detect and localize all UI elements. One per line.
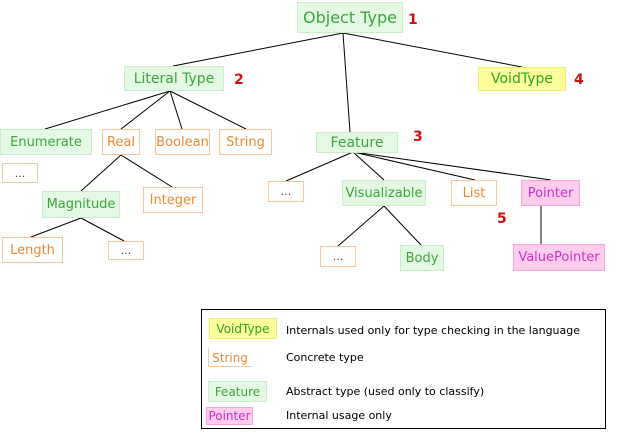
legend-swatch-abstract: Feature <box>208 381 267 402</box>
legend-swatch-internal: Pointer <box>206 407 253 425</box>
legend-desc-internal: Internal usage only <box>286 409 392 422</box>
node-integer: Integer <box>143 187 203 213</box>
legend-desc-concrete: Concrete type <box>286 351 364 364</box>
badge-literal-type: 2 <box>234 72 244 88</box>
edge-magnitude-length <box>30 217 82 238</box>
node-string: String <box>219 129 272 155</box>
legend-swatch-concrete: String <box>208 348 252 367</box>
legend: VoidType Internals used only for type ch… <box>201 309 606 429</box>
node-body: Body <box>400 245 444 271</box>
legend-swatch-void: VoidType <box>209 318 277 339</box>
edge-literal-enumerate <box>44 90 171 130</box>
node-length: Length <box>2 237 63 263</box>
edge-real-magnitude <box>80 154 122 192</box>
badge-feature: 3 <box>413 129 423 145</box>
legend-desc-abstract: Abstract type (used only to classify) <box>286 385 485 398</box>
node-feature-more: ... <box>268 181 304 202</box>
edge-object-void <box>342 32 523 68</box>
node-magnitude: Magnitude <box>42 191 120 218</box>
node-feature: Feature <box>316 132 398 153</box>
edge-magnitude-more <box>80 217 125 242</box>
edge-feature-pointer <box>352 151 552 181</box>
edge-object-literal <box>172 32 344 67</box>
node-literal-type: Literal Type <box>124 66 224 91</box>
node-visualizable: Visualizable <box>342 180 426 206</box>
edge-visualizable-more <box>337 205 385 247</box>
edge-object-feature <box>342 32 351 133</box>
node-object-type: Object Type <box>297 2 403 33</box>
node-value-pointer: ValuePointer <box>513 244 605 271</box>
node-magnitude-more: ... <box>108 241 144 260</box>
node-real: Real <box>102 129 140 155</box>
badge-void-type: 4 <box>574 72 584 88</box>
edge-literal-string <box>169 90 247 130</box>
node-void-type: VoidType <box>478 67 566 91</box>
node-enumerate: Enumerate <box>0 129 92 155</box>
edge-literal-boolean <box>169 90 183 130</box>
edge-feature-visualizable <box>352 151 385 181</box>
edge-feature-more <box>285 151 354 182</box>
node-list: List <box>451 180 497 206</box>
node-boolean: Boolean <box>155 129 210 155</box>
edge-visualizable-body <box>383 205 422 246</box>
node-pointer: Pointer <box>521 180 580 206</box>
badge-pointer: 5 <box>497 211 507 227</box>
edge-real-integer <box>120 154 173 188</box>
legend-desc-void: Internals used only for type checking in… <box>286 324 581 337</box>
edge-literal-real <box>120 90 171 130</box>
node-enumerate-more: ... <box>2 163 38 183</box>
badge-object-type: 1 <box>408 12 418 28</box>
edge-feature-list <box>352 151 476 181</box>
node-visualizable-more: ... <box>320 246 356 267</box>
